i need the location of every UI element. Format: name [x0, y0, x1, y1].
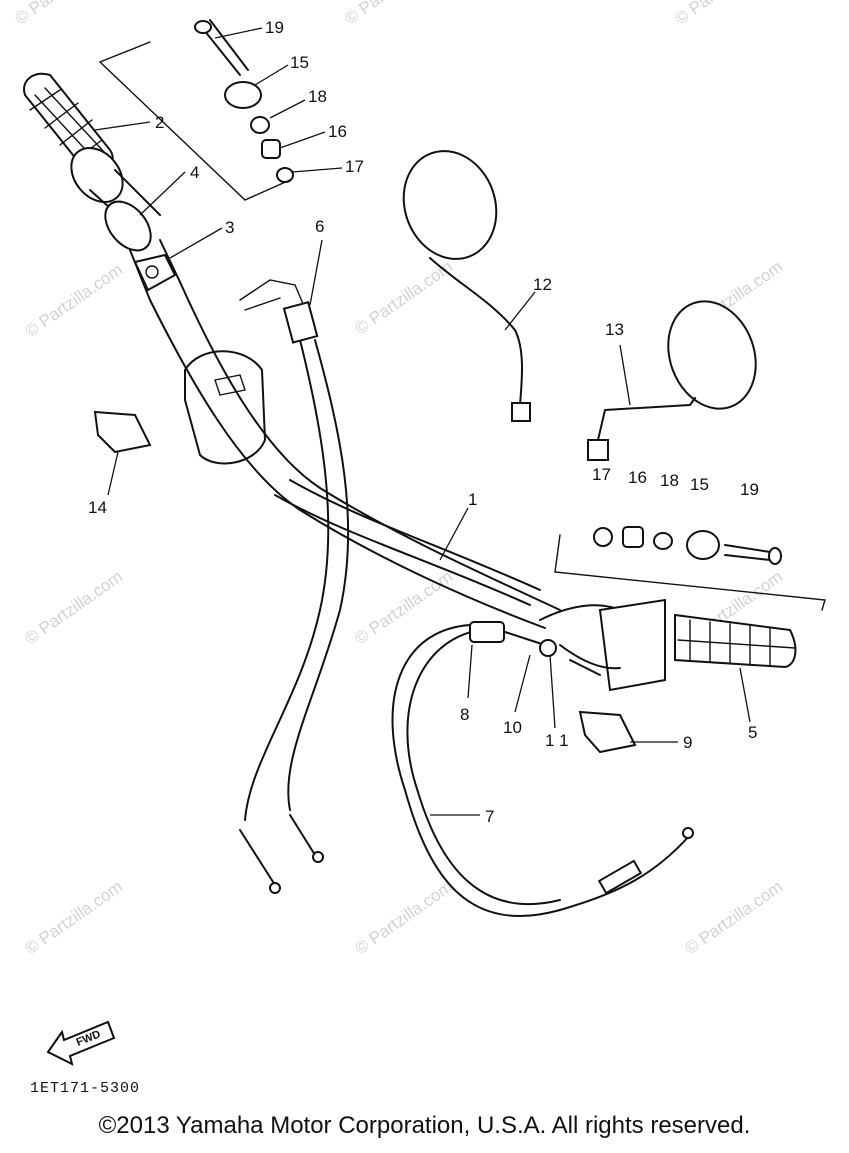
callout-1: 1 [468, 490, 477, 509]
callout-18: 18 [660, 471, 679, 490]
callout-11: 1 1 [545, 731, 569, 750]
callout-12: 12 [533, 275, 552, 294]
callout-2: 2 [155, 113, 164, 132]
callout-6: 6 [315, 217, 324, 236]
watermark: © Partzilla.com [21, 877, 126, 958]
callout-19: 19 [265, 18, 284, 37]
callout-10: 10 [503, 718, 522, 737]
callout-17: 17 [592, 465, 611, 484]
watermark: © Partzilla.com [351, 877, 456, 958]
callout-17: 17 [345, 157, 364, 176]
right-grip [539, 598, 797, 692]
callout-13: 13 [605, 320, 624, 339]
switch-9 [578, 710, 637, 754]
right-bolt-group [554, 526, 826, 611]
watermark: © Partzilla.com [21, 260, 126, 341]
leader-lines [94, 27, 751, 816]
left-switch-housing [184, 350, 266, 465]
diagram-code: 1ET171-5300 [30, 1080, 140, 1097]
copyright-footer: ©2013 Yamaha Motor Corporation, U.S.A. A… [98, 1112, 751, 1139]
watermark: © Partzilla.com [11, 0, 116, 28]
callout-15: 15 [690, 475, 709, 494]
left-bolt-group [98, 19, 294, 201]
callout-8: 8 [460, 705, 469, 724]
callout-9: 9 [683, 733, 692, 752]
callout-3: 3 [225, 218, 234, 237]
callout-14: 14 [88, 498, 107, 517]
clutch-fittings [469, 621, 557, 657]
switch-14 [93, 410, 152, 454]
callout-19: 19 [740, 480, 759, 499]
watermark: © Partzilla.com [21, 567, 126, 648]
left-grip [23, 72, 161, 236]
callout-18: 18 [308, 87, 327, 106]
callout-16: 16 [628, 468, 647, 487]
callout-16: 16 [328, 122, 347, 141]
right-mirror [587, 300, 757, 461]
left-mirror [402, 150, 531, 422]
callout-5: 5 [748, 723, 757, 742]
fwd-arrow-icon: FWD [46, 1020, 116, 1066]
collar-and-holder [104, 200, 177, 292]
handlebar [129, 239, 561, 629]
watermark: © Partzilla.com [681, 877, 786, 958]
callout-15: 15 [290, 53, 309, 72]
watermark: © Partzilla.com [351, 257, 456, 338]
callout-labels: 19 15 18 16 17 2 4 3 6 12 13 14 1 17 16 … [88, 18, 759, 826]
callout-7: 7 [485, 807, 494, 826]
throttle-cables [239, 279, 350, 894]
watermark: © Partzilla.com [671, 0, 776, 28]
diagram-canvas: © Partzilla.com © Partzilla.com © Partzi… [11, 0, 826, 1097]
clutch-cable [391, 624, 694, 917]
watermark: © Partzilla.com [341, 0, 446, 28]
watermark: © Partzilla.com [351, 567, 456, 648]
callout-4: 4 [190, 163, 199, 182]
